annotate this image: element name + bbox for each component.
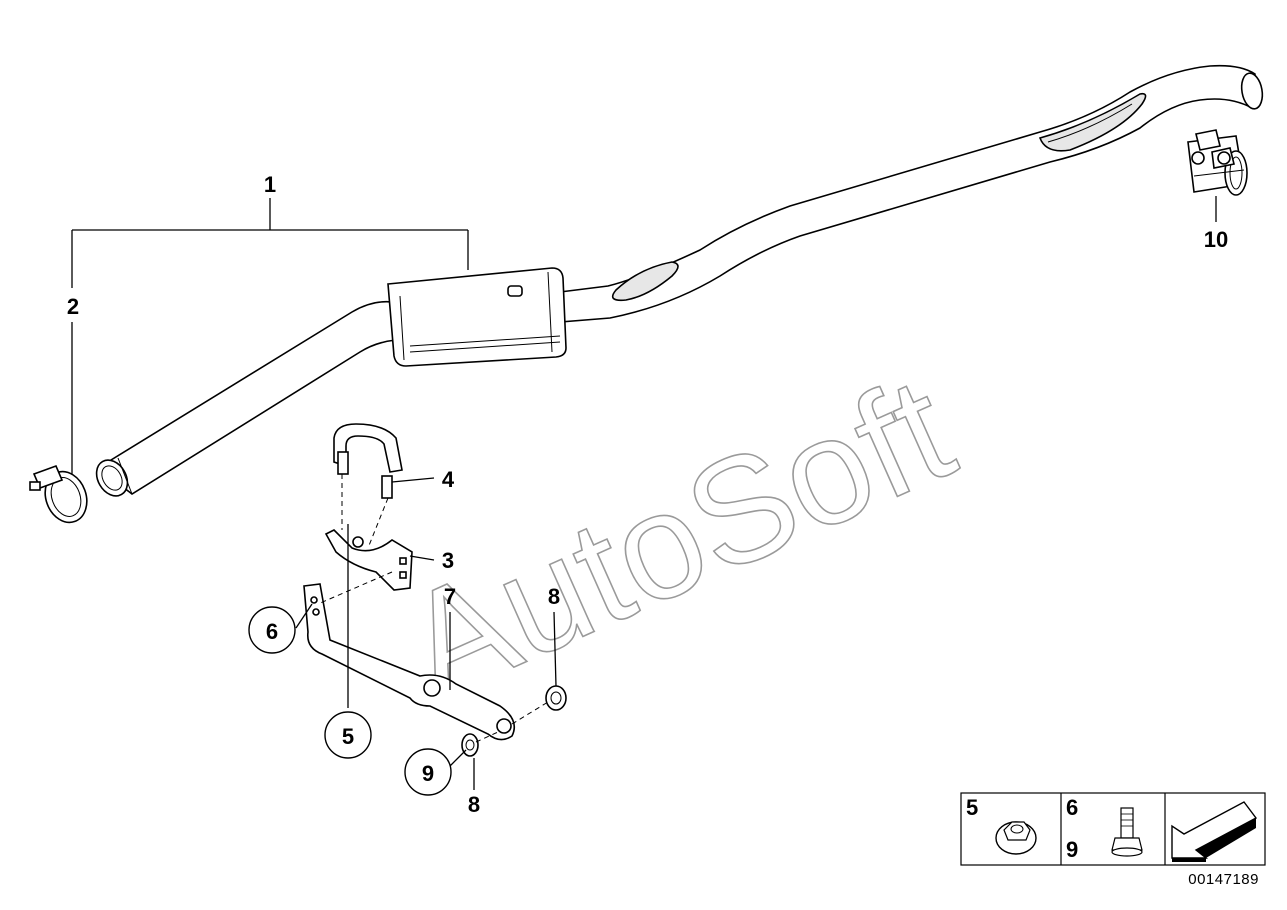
callout-6: 6 — [266, 619, 278, 644]
leader-3 — [409, 555, 435, 561]
leader-lines — [71, 196, 1217, 790]
watermark-text: AutoSoft — [380, 344, 974, 732]
strap-hole-top — [310, 596, 318, 604]
washer9-bore — [465, 739, 475, 751]
nut-8 — [545, 685, 567, 711]
callout-8-lower: 8 — [468, 792, 480, 817]
bracket-plate — [324, 529, 413, 591]
pipe-clamp-10 — [1187, 129, 1248, 196]
pipe-outlet-end — [1240, 72, 1264, 110]
callout-2: 2 — [67, 294, 79, 319]
callout-3: 3 — [442, 548, 454, 573]
leader-8-upper — [553, 611, 557, 687]
callout-circles — [248, 606, 452, 796]
hanger-strap-body — [303, 583, 516, 741]
callout-8-upper: 8 — [548, 584, 560, 609]
callout-9: 9 — [422, 761, 434, 786]
callout-circle-9 — [404, 748, 452, 796]
hanger-strap-7 — [303, 583, 516, 741]
leader-4 — [391, 477, 435, 483]
strap-large-hole — [423, 679, 441, 697]
callout-circle-6 — [248, 606, 296, 654]
callout-5: 5 — [342, 724, 354, 749]
pipe-sleeve-line — [117, 457, 133, 495]
washer-9 — [461, 733, 479, 757]
clamp10-bore — [1229, 156, 1243, 190]
muffler-seam-left — [399, 295, 405, 361]
dash-nut — [511, 701, 549, 725]
watermark: AutoSoft — [380, 343, 976, 732]
legend-bolt-label-bottom: 9 — [1066, 837, 1078, 862]
bracket-slot-2 — [399, 571, 407, 579]
strap-hole-mid — [312, 608, 320, 616]
callout-7: 7 — [444, 584, 456, 609]
callout-1: 1 — [264, 172, 276, 197]
u-clamp-strap — [333, 423, 403, 473]
flange-nut-icon — [995, 821, 1037, 855]
muffler-seam-bottom-2 — [409, 341, 561, 353]
clamp10-band-line — [1193, 169, 1245, 177]
u-clamp-stud-right — [381, 475, 393, 499]
bracket-slot-1 — [399, 557, 407, 565]
clamp10-bolt-block-1 — [1195, 129, 1221, 151]
pipe-depression-mid — [611, 261, 679, 302]
clamp10-nut-1 — [1191, 151, 1205, 165]
clamp10-nut-2 — [1217, 151, 1231, 165]
strap-end-hole — [496, 718, 512, 734]
front-pipe — [96, 300, 397, 495]
pipe-clamp-2 — [29, 464, 88, 524]
bracket-hole — [352, 536, 364, 548]
u-clamp-stud-left — [337, 451, 349, 475]
dash-bracket-strap — [317, 571, 393, 605]
dash-washer — [475, 731, 499, 743]
u-clamp-4 — [333, 423, 403, 499]
hex-bolt-icon — [1111, 807, 1143, 857]
muffler-seam-right — [547, 271, 553, 353]
muffler-seam-bottom — [409, 335, 561, 347]
leader-9 — [449, 749, 467, 767]
legend-nut-label: 5 — [966, 795, 978, 820]
callout-10: 10 — [1204, 227, 1228, 252]
nut8-outer — [545, 685, 567, 711]
clamp-screw-head — [29, 481, 41, 491]
pipe-inner-bore — [101, 465, 123, 491]
washer9-outer — [461, 733, 479, 757]
pipe-open-end — [95, 459, 129, 497]
bracket-3 — [324, 529, 413, 591]
callout-4: 4 — [442, 467, 455, 492]
nut8-bore — [550, 691, 562, 705]
fastener-legend: 5 6 9 — [960, 792, 1266, 866]
exhaust-pipe-assembly — [95, 64, 1264, 497]
leader-6 — [295, 603, 313, 629]
rear-pipe — [559, 64, 1256, 323]
callout-labels: 1 2 3 4 5 6 7 8 8 9 10 — [67, 172, 1228, 817]
diagram-reference-number: 00147189 — [1188, 871, 1259, 888]
callout-circle-5 — [324, 711, 372, 759]
direction-arrow-icon — [1171, 801, 1258, 862]
dash-stud-right — [367, 497, 389, 549]
muffler-mount-tab — [507, 285, 523, 297]
legend-bolt-label-top: 6 — [1066, 795, 1078, 820]
assembly-lines — [317, 474, 549, 743]
depression-ridge — [1047, 103, 1133, 143]
